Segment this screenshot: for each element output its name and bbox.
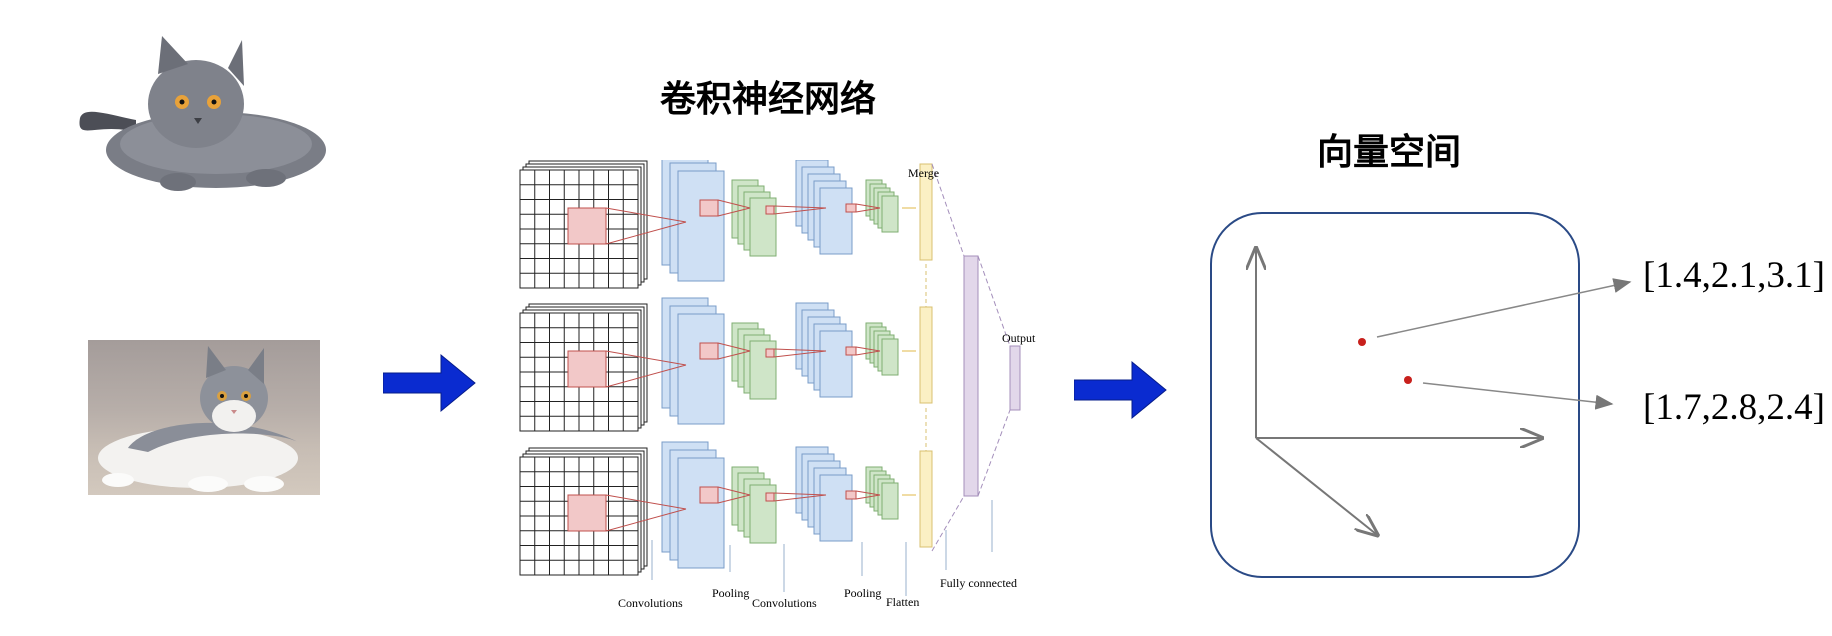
vector-point-2 <box>1404 376 1412 384</box>
receptive-field-tiny <box>845 346 857 356</box>
kernel-line <box>717 199 751 209</box>
kernel-line <box>605 221 687 245</box>
label-pooling-2: Pooling <box>844 586 881 600</box>
receptive-field-2 <box>567 350 607 388</box>
conv2-map-1 <box>819 187 853 255</box>
label-convolutions-1: Convolutions <box>618 596 683 610</box>
vector-label-2: [1.7,2.8,2.4] <box>1643 387 1825 428</box>
kernel-line <box>605 350 687 366</box>
cat-image-top <box>66 22 326 194</box>
vector-point-1 <box>1358 338 1366 346</box>
receptive-field-tiny <box>765 205 775 215</box>
kernel-line <box>855 346 881 352</box>
receptive-field-1 <box>567 207 607 245</box>
receptive-field-small <box>699 486 719 504</box>
kernel-line <box>605 364 687 388</box>
conv-map-2 <box>677 313 725 425</box>
label-convolutions-2: Convolutions <box>752 596 817 610</box>
kernel-line <box>855 490 881 496</box>
label-fully-connected: Fully connected <box>940 576 1017 590</box>
kernel-line <box>717 486 751 496</box>
kernel-line <box>773 492 827 496</box>
cat-photo <box>88 340 320 495</box>
kernel-line <box>717 207 751 217</box>
kernel-line <box>605 207 687 223</box>
kernel-line <box>717 342 751 352</box>
kernel-line <box>855 350 881 356</box>
z-axis <box>1255 437 1376 534</box>
vector-space-panel <box>1210 212 1580 578</box>
cnn-title: 卷积神经网络 <box>660 79 877 120</box>
fc-link <box>931 495 965 552</box>
kernel-line <box>717 494 751 504</box>
vector-pointer-2 <box>1422 382 1614 410</box>
conv2-map-3 <box>819 474 853 542</box>
output-layer <box>1009 345 1021 411</box>
conv2-map-2 <box>819 330 853 398</box>
pool2-map-2 <box>881 338 899 376</box>
kernel-line <box>605 494 687 510</box>
kernel-line <box>773 207 827 215</box>
output-link <box>977 409 1011 497</box>
kernel-line <box>773 350 827 358</box>
receptive-field-tiny <box>765 492 775 502</box>
vector-pointer-1 <box>1376 278 1632 338</box>
merge-vector-2 <box>919 306 933 404</box>
label-output: Output <box>1002 331 1036 345</box>
kernel-line <box>773 348 827 352</box>
receptive-field-tiny <box>845 490 857 500</box>
kernel-line <box>773 494 827 502</box>
receptive-field-tiny <box>845 203 857 213</box>
pool2-map-1 <box>881 195 899 233</box>
kernel-line <box>855 494 881 500</box>
receptive-field-small <box>699 342 719 360</box>
conv-map-1 <box>677 170 725 282</box>
kernel-line <box>855 207 881 213</box>
kernel-line <box>717 350 751 360</box>
pool2-map-3 <box>881 482 899 520</box>
receptive-field-tiny <box>765 348 775 358</box>
conv-map-3 <box>677 457 725 569</box>
label-flatten: Flatten <box>886 595 919 609</box>
merge-vector-3 <box>919 450 933 548</box>
receptive-field-small <box>699 199 719 217</box>
fc-link <box>931 163 965 257</box>
flow-arrow-output <box>1073 360 1170 420</box>
kernel-line <box>773 205 827 209</box>
vector-space-axes <box>1210 212 1830 582</box>
flow-arrow-input <box>382 353 479 413</box>
kernel-line <box>855 203 881 209</box>
merge-vector-1 <box>919 163 933 261</box>
fully-connected-layer <box>963 255 979 497</box>
label-pooling-1: Pooling <box>712 586 749 600</box>
receptive-field-3 <box>567 494 607 532</box>
vector-label-1: [1.4,2.1,3.1] <box>1643 255 1825 296</box>
kernel-line <box>605 508 687 532</box>
vector-space-title: 向量空间 <box>1317 132 1462 173</box>
label-merge: Merge <box>908 166 939 180</box>
